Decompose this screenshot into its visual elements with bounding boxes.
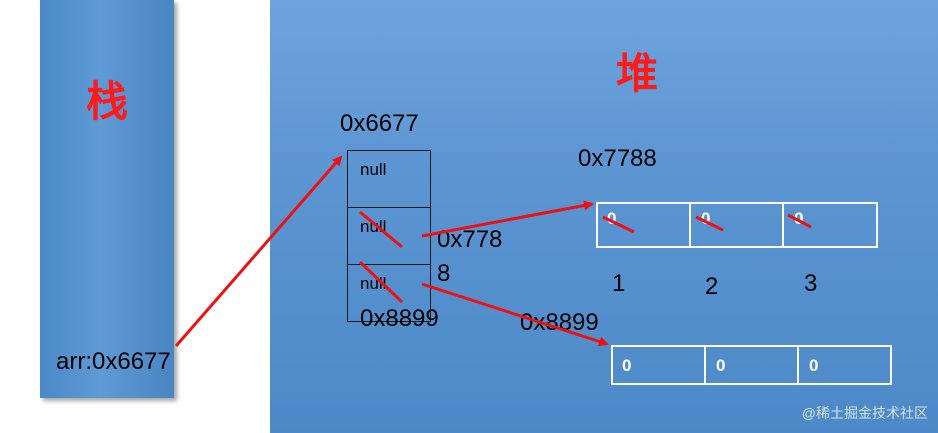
array-b-cell (797, 345, 892, 385)
arrow-outer-to-array-b (421, 282, 609, 347)
outer-cell-value: null (360, 160, 387, 179)
array-a-value: 0 (701, 209, 711, 228)
stack-variable: arr:0x6677 (56, 348, 171, 375)
watermark: @稀土掘金技术社区 (801, 405, 928, 421)
strike-null-2 (358, 260, 404, 304)
arrow-stack-to-outer (174, 155, 343, 347)
strike-zero-3 (787, 213, 812, 229)
array-b-value: 0 (809, 356, 819, 375)
outer-cell-value: null (360, 217, 387, 236)
outer-array-address: 0x6677 (340, 110, 419, 137)
outer-array-cell (347, 264, 431, 322)
label-8: 8 (437, 260, 451, 287)
array-a-index: 1 (612, 270, 626, 297)
array-a-value: 0 (794, 209, 804, 228)
stack-title: 栈 (86, 77, 129, 126)
stack-panel (40, 0, 174, 398)
strike-zero-2 (695, 215, 724, 232)
array-a-value: 0 (607, 209, 617, 228)
array-a-address: 0x7788 (578, 145, 657, 172)
strike-null-1 (359, 210, 403, 249)
array-b-value: 0 (716, 356, 726, 375)
array-b-address: 0x8899 (520, 309, 599, 336)
array-a-index: 2 (705, 273, 719, 300)
array-a-cell (782, 202, 878, 248)
array-a-index: 3 (804, 270, 818, 297)
heap-title: 堆 (616, 49, 659, 98)
arrow-outer-to-array-a (421, 200, 594, 238)
strike-zero-1 (602, 215, 635, 234)
array-b-value: 0 (622, 356, 632, 375)
label-0x8899-below: 0x8899 (360, 305, 439, 332)
